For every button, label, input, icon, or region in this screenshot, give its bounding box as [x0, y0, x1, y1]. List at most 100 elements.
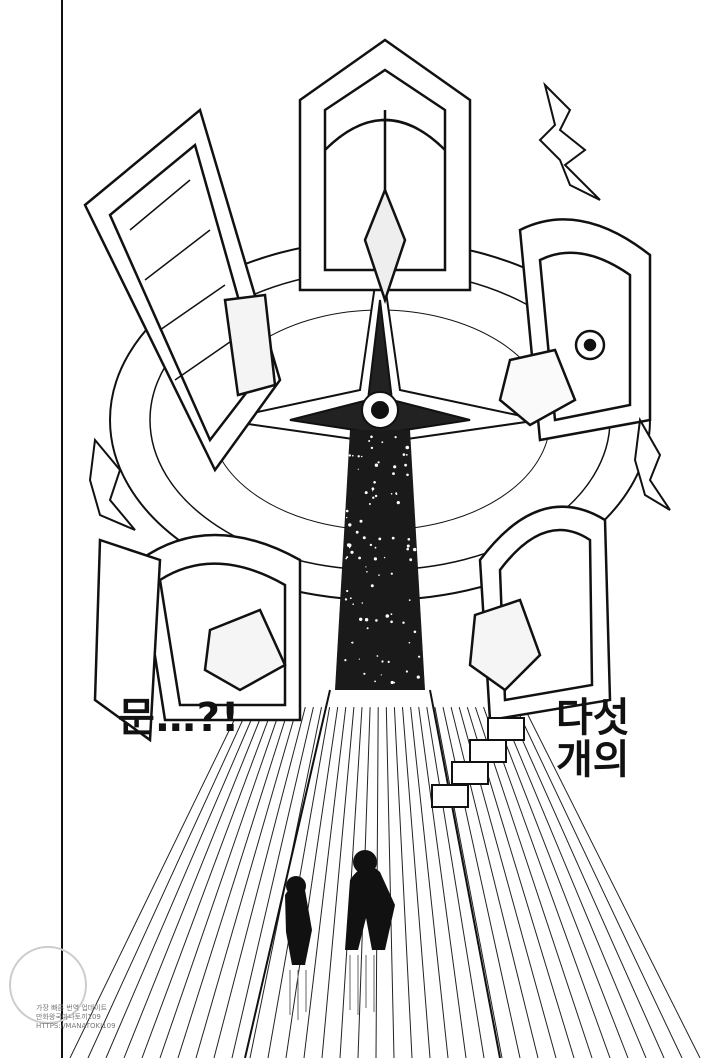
- galaxy-star: [393, 681, 396, 684]
- speed-line: [177, 706, 290, 1058]
- galaxy-star: [374, 463, 379, 467]
- galaxy-star: [351, 641, 354, 644]
- galaxy-star: [358, 556, 361, 560]
- speed-line: [410, 707, 449, 1058]
- speed-line: [213, 706, 306, 1058]
- galaxy-star: [416, 675, 420, 679]
- galaxy-star: [348, 454, 351, 457]
- galaxy-star: [355, 530, 359, 534]
- galaxy-star: [364, 618, 369, 622]
- speed-line: [285, 707, 339, 1058]
- galaxy-star: [390, 493, 393, 495]
- galaxy-star: [368, 440, 371, 442]
- galaxy-star: [352, 454, 354, 457]
- speed-line: [195, 706, 298, 1058]
- galaxy-star: [375, 619, 378, 622]
- speed-line: [393, 707, 413, 1058]
- character-pair: [285, 850, 395, 965]
- speed-line: [523, 706, 701, 1058]
- watermark-line3: HTTPS://MANATOKI109.NET: [36, 1022, 116, 1030]
- speed-line: [402, 707, 431, 1058]
- speed-line: [321, 707, 355, 1058]
- galaxy-star: [374, 546, 377, 549]
- galaxy-star: [344, 659, 347, 662]
- galaxy-star: [390, 620, 393, 624]
- galaxy-star: [378, 537, 382, 541]
- galaxy-star: [348, 523, 352, 527]
- speed-line: [515, 706, 683, 1058]
- speed-line: [141, 706, 274, 1058]
- speed-line: [159, 706, 282, 1058]
- galaxy-star: [377, 461, 380, 464]
- galaxy-star: [391, 536, 395, 540]
- galaxy-star: [413, 630, 417, 634]
- watermark: 가장 빠른 번역 업데이트 만화왕국마나토끼109 HTTPS://MANATO…: [36, 1004, 116, 1031]
- galaxy-star: [363, 672, 366, 675]
- speed-line: [499, 706, 647, 1058]
- speed-line: [418, 707, 467, 1058]
- galaxy-star: [402, 453, 406, 456]
- galaxy-star: [345, 557, 348, 560]
- galaxy-star: [405, 670, 408, 673]
- galaxy-star: [408, 599, 411, 601]
- galaxy-star: [373, 557, 377, 561]
- galaxy-star: [361, 602, 364, 604]
- watermark-line2: 만화왕국마나토끼109: [36, 1013, 101, 1021]
- galaxy-star: [409, 558, 413, 562]
- galaxy-star: [349, 597, 352, 600]
- galaxy-star: [405, 454, 408, 456]
- galaxy-star: [406, 473, 409, 477]
- speed-line: [434, 707, 503, 1058]
- galaxy-star: [369, 543, 373, 547]
- galaxy-star: [390, 572, 393, 575]
- galaxy-star: [387, 660, 390, 664]
- galaxy-star: [365, 566, 367, 568]
- speed-line: [491, 706, 629, 1058]
- speed-line: [231, 706, 314, 1058]
- galaxy-star: [362, 536, 366, 540]
- galaxy-stars: [344, 435, 421, 685]
- galaxy-star: [368, 503, 371, 505]
- galaxy-star: [372, 496, 375, 499]
- speed-line: [303, 707, 347, 1058]
- galaxy-star: [357, 468, 359, 470]
- watermark-line1: 가장 빠른 번역 업데이트: [36, 1004, 108, 1012]
- galaxy-star: [364, 491, 368, 495]
- galaxy-star: [413, 547, 417, 552]
- speed-line: [69, 706, 241, 1058]
- bottom-left-gate: [93, 533, 302, 743]
- galaxy-star: [372, 490, 374, 492]
- watermark-logo: [9, 946, 87, 1024]
- galaxy-star: [346, 543, 351, 547]
- galaxy-star: [370, 435, 373, 439]
- speed-line: [507, 706, 665, 1058]
- bottom-right-gate: [468, 505, 612, 722]
- galaxy-star: [344, 598, 348, 601]
- galaxy-star: [359, 519, 363, 523]
- galaxy-star: [407, 538, 411, 541]
- speed-line: [385, 707, 395, 1058]
- lightning-bursts: [88, 81, 671, 531]
- galaxy-star: [378, 574, 380, 576]
- galaxy-star: [406, 544, 410, 548]
- dialogue-right-line2: 개의: [556, 737, 630, 783]
- top-gate: [298, 38, 472, 304]
- galaxy-star: [370, 584, 374, 588]
- speed-line: [105, 706, 258, 1058]
- dialogue-right-line1: 다섯: [556, 695, 630, 741]
- galaxy-star: [360, 455, 363, 458]
- speed-line: [483, 706, 611, 1058]
- galaxy-star: [346, 589, 349, 593]
- galaxy-star: [371, 487, 375, 491]
- right-gate: [498, 218, 652, 442]
- speed-line: [87, 706, 250, 1058]
- galaxy-star: [418, 655, 421, 658]
- speed-line: [474, 706, 593, 1058]
- galaxy-star: [370, 446, 374, 450]
- speed-line: [426, 707, 485, 1058]
- galaxy-star: [390, 680, 394, 685]
- speed-line: [123, 706, 266, 1058]
- galaxy-star: [359, 617, 363, 621]
